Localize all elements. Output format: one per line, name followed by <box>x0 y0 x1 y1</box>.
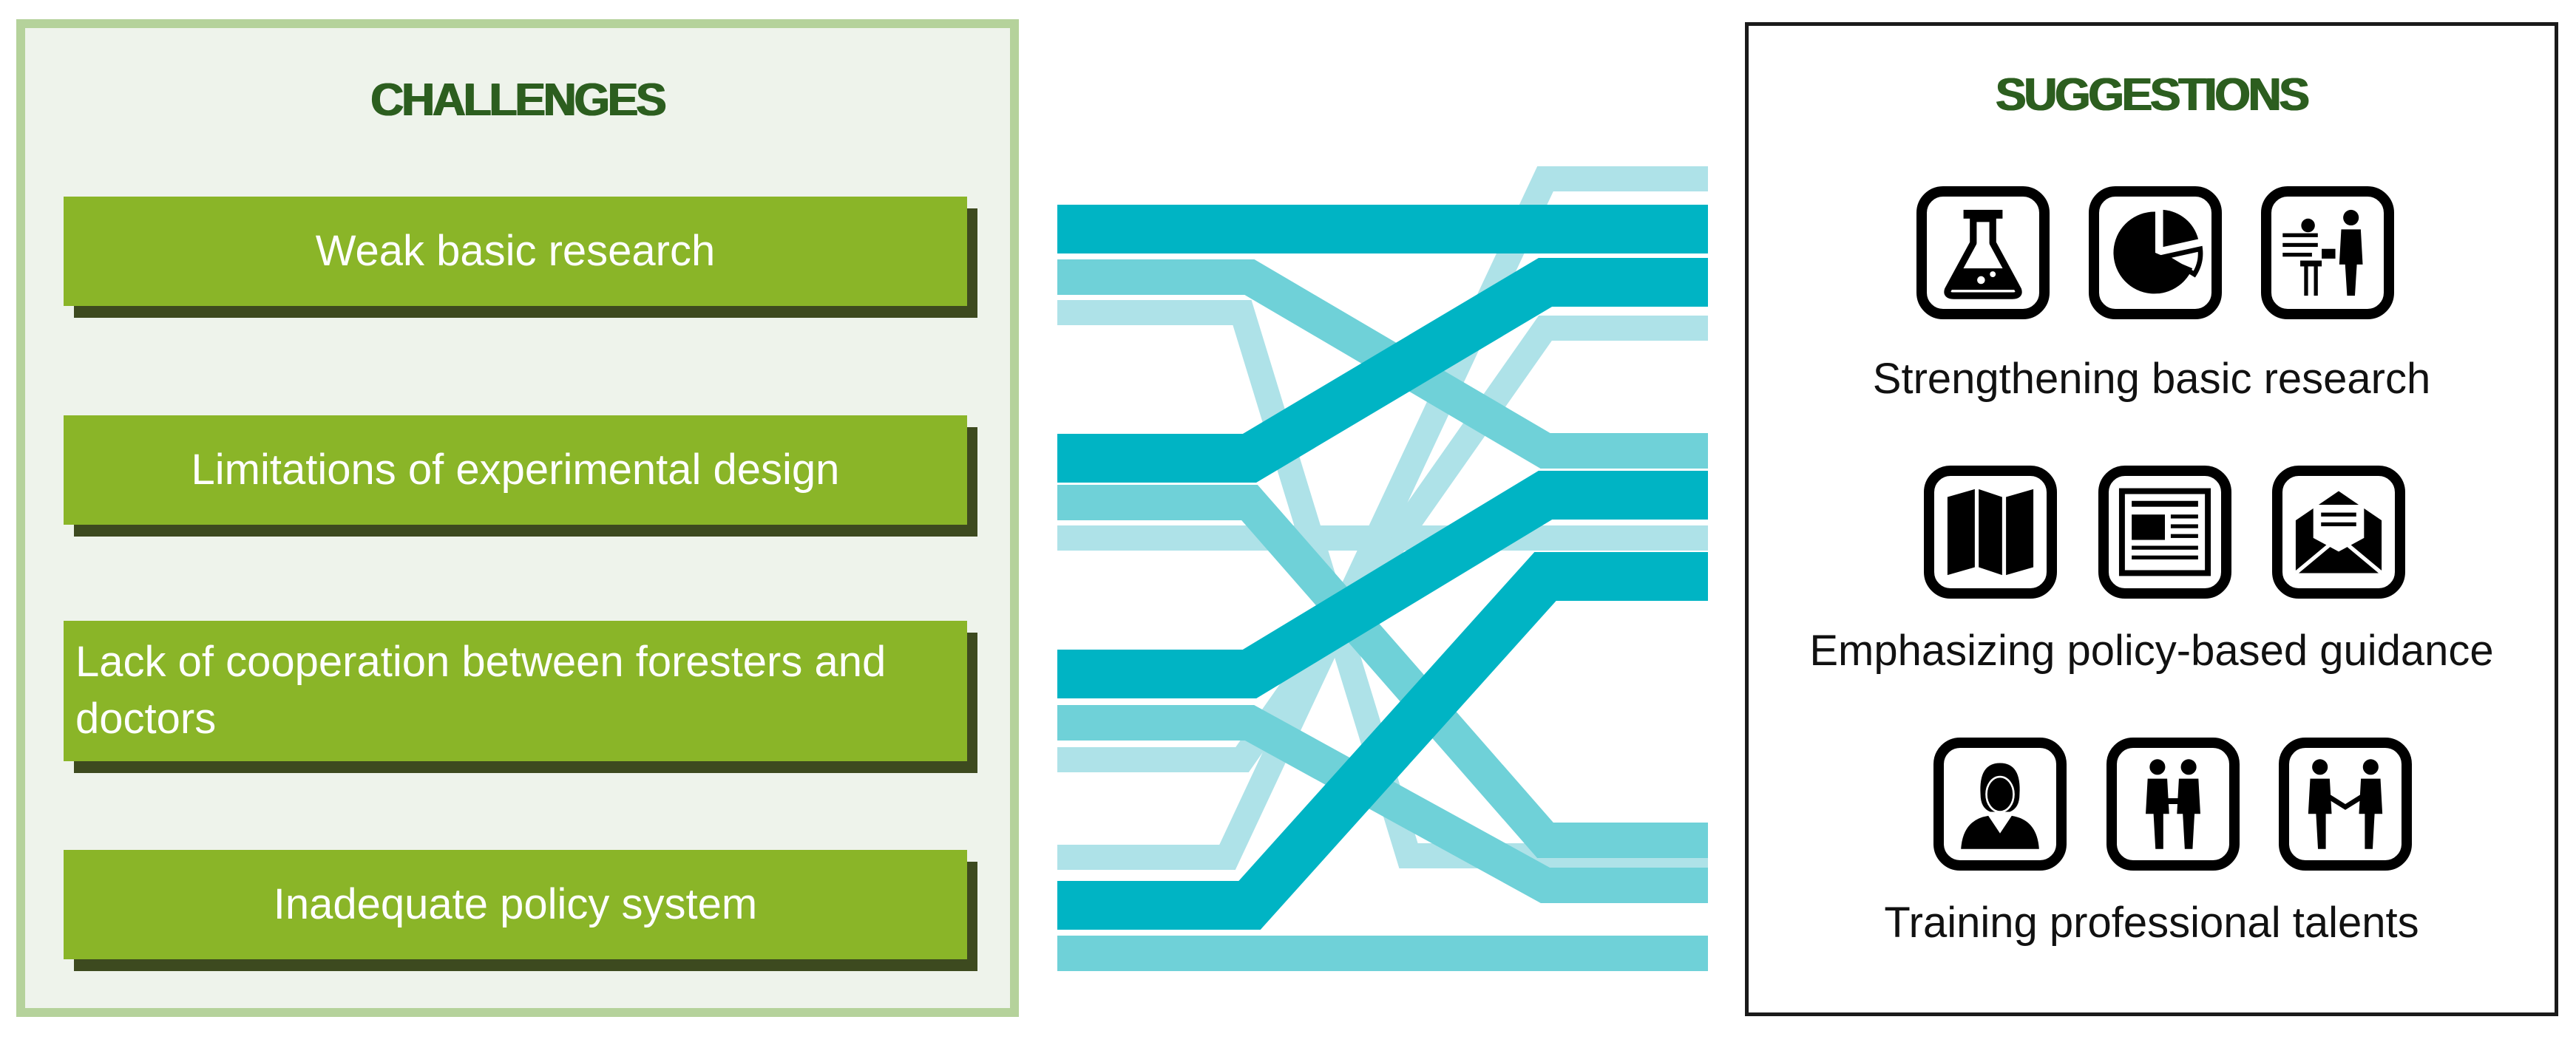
flow-band <box>1057 485 1708 858</box>
flow-band <box>1057 705 1708 903</box>
suggestion-label-basic-research: Strengthening basic research <box>1872 355 2431 403</box>
pie-chart-icon <box>2089 186 2222 319</box>
handshake-icon <box>2279 738 2412 871</box>
flow-band <box>1057 316 1708 772</box>
presentation-icon <box>2261 186 2394 319</box>
challenge-label: Inadequate policy system <box>273 879 758 928</box>
challenge-experimental-design: Limitations of experimental design <box>64 415 967 525</box>
challenge-cooperation: Lack of cooperation between foresters an… <box>64 621 967 761</box>
flow-band <box>1057 166 1708 870</box>
challenge-label: Weak basic research <box>315 226 716 275</box>
flow-band <box>1057 552 1708 930</box>
colleagues-icon <box>2106 738 2240 871</box>
envelope-icon <box>2272 466 2405 599</box>
flow-band <box>1057 258 1708 483</box>
challenge-label: Limitations of experimental design <box>191 445 840 494</box>
flow-band <box>1057 471 1708 698</box>
suggestions-title: SUGGESTIONS <box>1996 69 2310 120</box>
suggestion-label-talents: Training professional talents <box>1884 899 2419 947</box>
flask-icon <box>1916 186 2050 319</box>
suggestions-panel: SUGGESTIONS Strength <box>1745 22 2558 1016</box>
map-icon <box>1924 466 2057 599</box>
newspaper-icon <box>2098 466 2231 599</box>
suggestion-label-policy-guidance: Emphasizing policy-based guidance <box>1809 627 2494 675</box>
challenge-label: Lack of cooperation between foresters an… <box>75 638 887 743</box>
businesswoman-icon <box>1933 738 2067 871</box>
challenge-weak-basic-research: Weak basic research <box>64 197 967 306</box>
challenge-policy-system: Inadequate policy system <box>64 850 967 959</box>
challenges-title: CHALLENGES <box>370 75 666 126</box>
